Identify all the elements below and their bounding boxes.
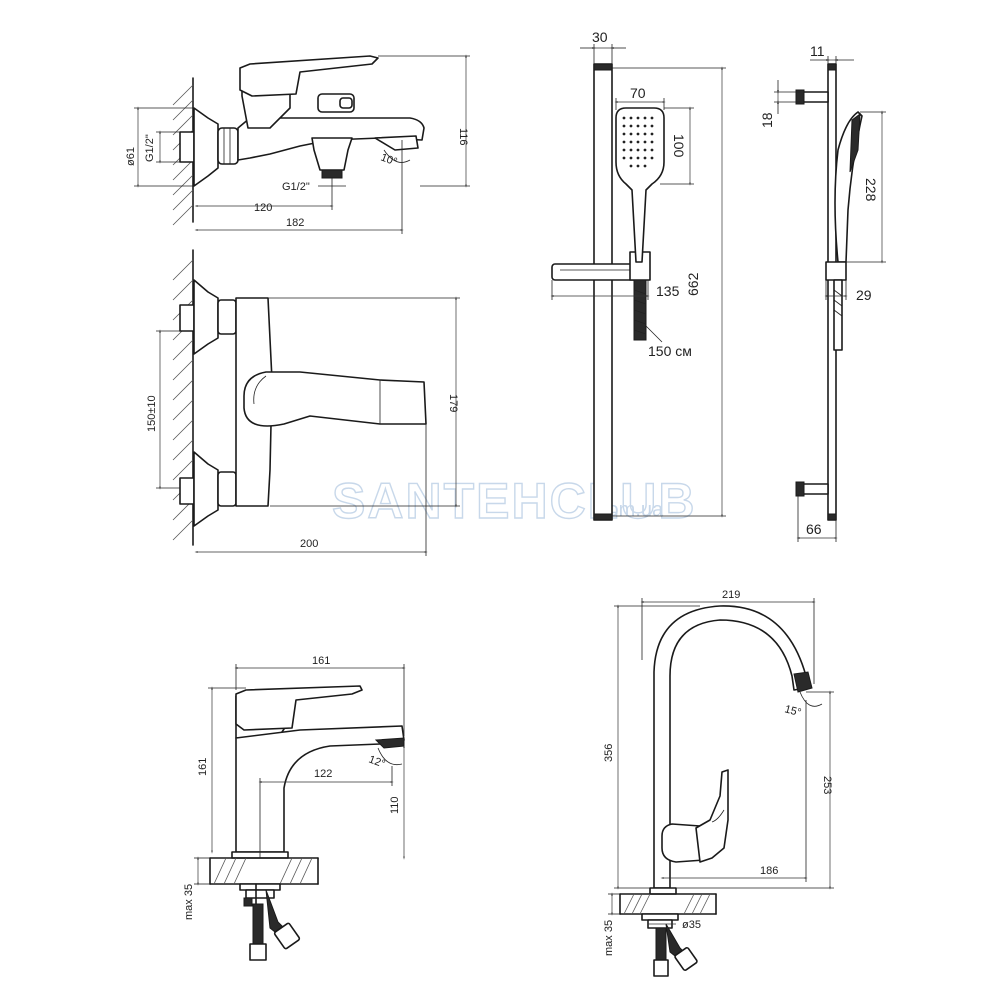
- dim-228: 228: [863, 178, 879, 202]
- dim-29: 29: [856, 287, 872, 303]
- counter-top: [209, 857, 319, 885]
- counter-top: [619, 893, 717, 915]
- dim-30: 30: [592, 29, 608, 45]
- kitchen-mixer: 219 356 253 186 15° max 35 ø35: [603, 589, 834, 977]
- dim-179: 179: [447, 394, 459, 412]
- bath-mixer-front-view: 150±10 179 200: [146, 249, 460, 556]
- dim-11: 11: [810, 43, 825, 59]
- spray-nozzles: [622, 116, 654, 168]
- dim-max35-kitchen: max 35: [603, 920, 615, 956]
- dim-100: 100: [671, 134, 687, 158]
- dim-662: 662: [685, 272, 701, 296]
- bath-mixer-side-view: 120 182 116 ø61 G1/2" G1/2" 10°: [125, 54, 470, 234]
- dim-135: 135: [656, 283, 680, 299]
- dim-161-height: 161: [197, 758, 209, 776]
- dim-angle-10: 10°: [379, 152, 399, 169]
- dim-angle-15: 15°: [783, 703, 802, 719]
- dim-18: 18: [759, 112, 775, 128]
- dim-max35-basin: max 35: [183, 884, 195, 920]
- dim-hose-150cm: 150 см: [648, 343, 692, 359]
- shower-rail-front-view: 30 70 100 135 150 см 662: [550, 29, 726, 521]
- dim-70: 70: [630, 85, 646, 101]
- dim-150-10: 150±10: [146, 395, 158, 432]
- dim-116: 116: [457, 128, 469, 146]
- dim-d61: ø61: [125, 147, 137, 166]
- dim-356: 356: [603, 744, 615, 762]
- dim-g12-inlet: G1/2": [144, 134, 156, 162]
- dim-66: 66: [806, 521, 822, 537]
- dim-120: 120: [254, 202, 272, 214]
- dim-d35: ø35: [682, 919, 701, 931]
- dim-g12-outlet: G1/2": [282, 181, 310, 193]
- dim-200: 200: [300, 538, 318, 550]
- dim-219: 219: [722, 589, 740, 601]
- dim-angle-12: 12°: [367, 754, 387, 771]
- dim-253: 253: [821, 776, 833, 794]
- dim-182: 182: [286, 217, 304, 229]
- shower-rail-side-view: 11 18 228 29 66: [759, 43, 886, 542]
- watermark-brand: SANTEHCLUB: [332, 473, 696, 529]
- watermark: SANTEHCLUB .com.ua: [331, 472, 696, 529]
- basin-mixer: 161 161 122 110 12° max 35: [183, 655, 406, 961]
- dim-110: 110: [389, 796, 401, 814]
- dim-161-width: 161: [312, 655, 330, 667]
- dim-122: 122: [314, 768, 332, 780]
- dim-186: 186: [760, 865, 778, 877]
